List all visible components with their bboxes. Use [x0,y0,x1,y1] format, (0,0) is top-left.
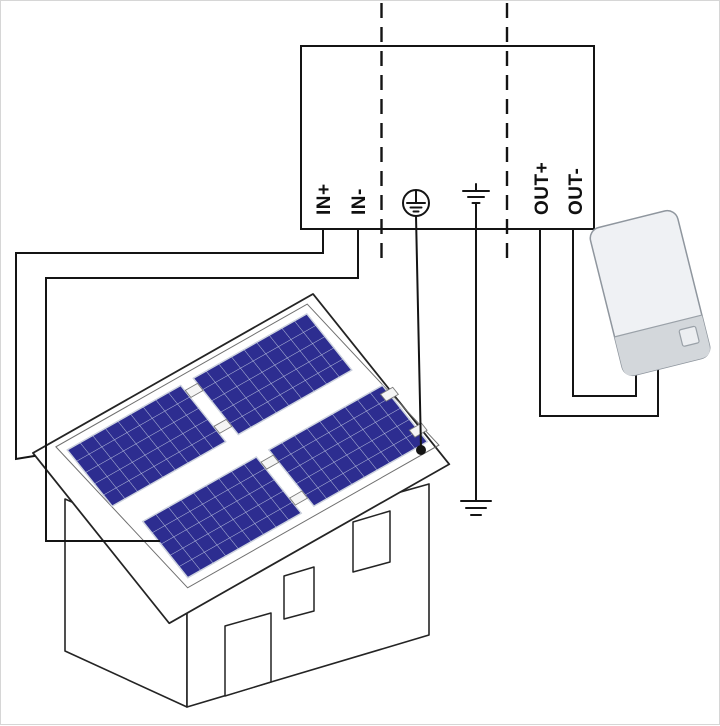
solar-panel-3 [141,456,303,579]
mounting-pad [260,454,280,470]
mounting-pad [213,418,233,434]
inverter-band-divider [614,314,703,338]
panel-frame [141,456,303,579]
terminal-label-in-plus: IN+ [314,183,335,215]
house-window-front [283,566,315,620]
inverter-button [678,325,700,347]
panel-grid [193,313,352,435]
solar-panel-4 [267,384,429,507]
mounting-pad [379,386,400,402]
roof-junction-dot [416,445,426,455]
wire-out-minus [572,228,637,397]
terminal-label-out-plus: OUT+ [532,162,553,215]
panel-frame [267,384,429,507]
wire-in-plus [15,228,324,461]
panel-frame [66,384,227,508]
terminal-label-in-minus: IN- [349,188,370,215]
mounting-pad [184,382,204,398]
mounting-pad [289,490,309,506]
ground-terminal-icon [462,183,490,204]
wire-in-minus [45,228,359,542]
wire-pe-roof [414,214,423,451]
panel-grid [67,385,226,507]
panel-grid [268,385,428,507]
solar-panel-1 [66,384,227,508]
panel-frame [192,312,353,436]
device-box [300,45,595,230]
terminal-label-out-minus: OUT- [566,168,587,215]
wiring [15,202,659,542]
solar-panel-2 [192,312,353,436]
panel-grid [142,457,302,578]
inverter [589,209,711,377]
wire-out-plus [539,228,659,417]
house-window-side [352,510,391,573]
roof-plane-group [32,293,451,625]
pe-terminal-icon [402,189,430,217]
house-door [224,612,272,697]
earth-ground-icon [460,500,492,516]
